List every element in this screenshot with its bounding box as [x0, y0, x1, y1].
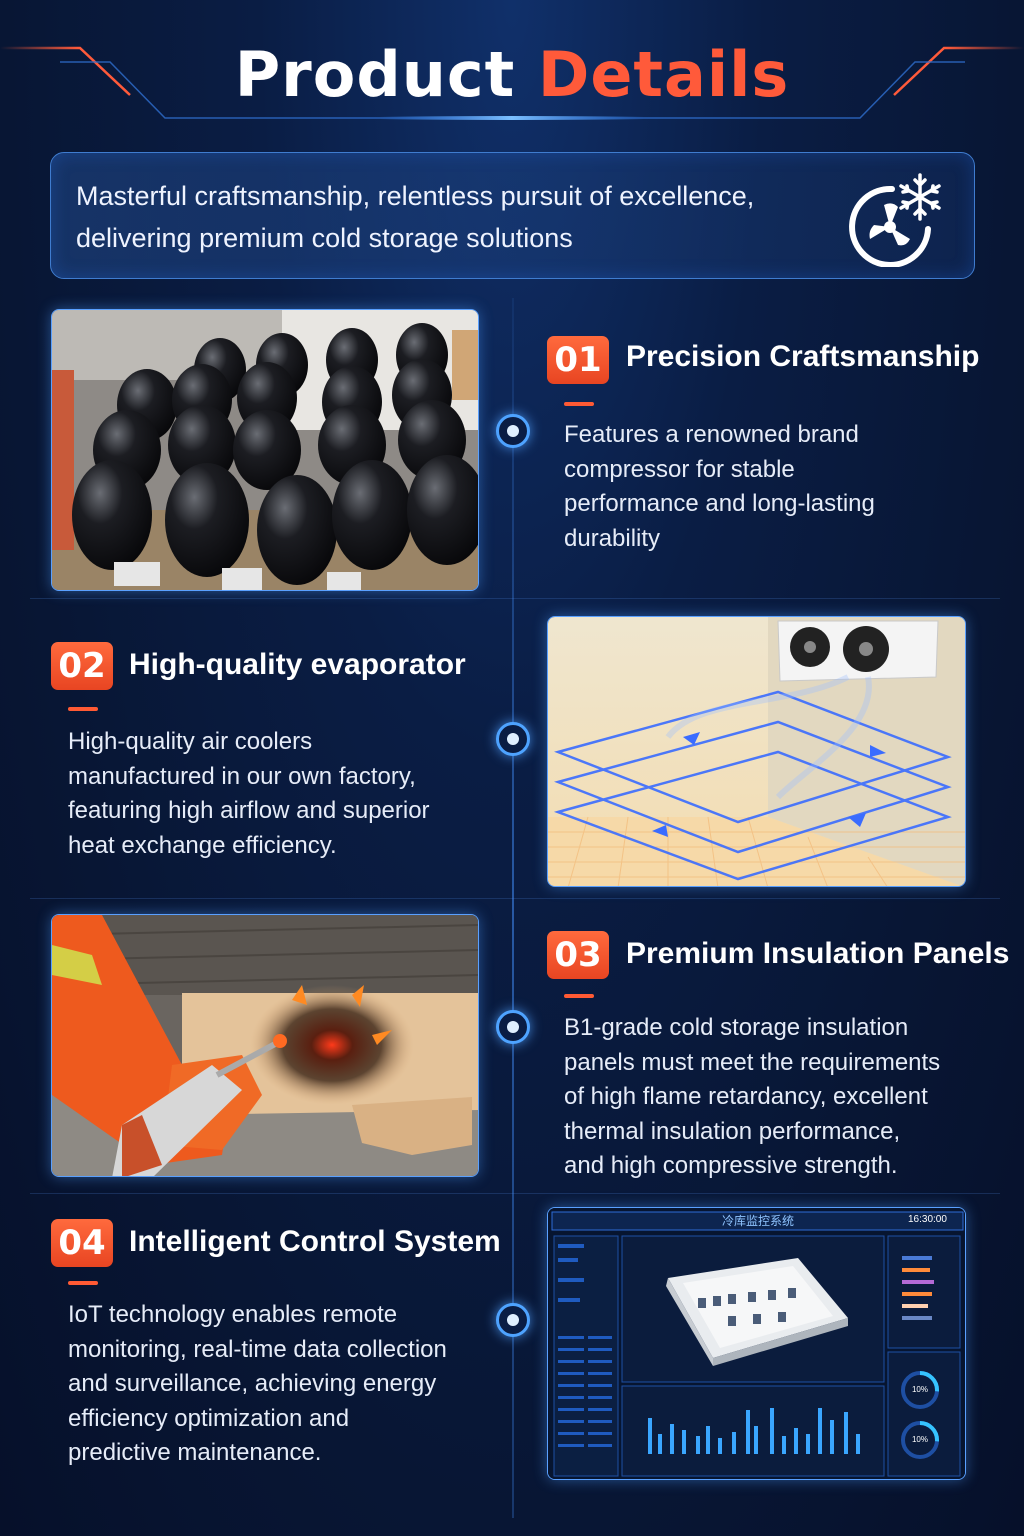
section-divider [30, 598, 1000, 599]
dashboard-gauge-2: 10% [911, 1435, 928, 1444]
description-line: heat exchange efficiency. [68, 831, 337, 859]
description-line: panels must meet the requirements [564, 1048, 941, 1076]
description-line: featuring high airflow and superior [68, 797, 430, 824]
description-line: predictive maintenance. [68, 1439, 322, 1466]
air-cooler-airflow-illustration [547, 616, 966, 887]
section-number-04: 04 [51, 1219, 113, 1267]
description-line: performance and long-lasting [564, 490, 875, 517]
description-line: IoT technology enables remote [68, 1301, 398, 1328]
monitoring-dashboard-screenshot: 冷库监控系统 16:30:00 10% 10% [547, 1207, 966, 1480]
section-title-04: Intelligent Control System [129, 1225, 501, 1258]
description-line: durability [564, 524, 661, 552]
page-header: Product Details [0, 0, 1024, 130]
section-description-01: Features a renowned brand compressor for… [564, 418, 904, 556]
description-line: and high compressive strength. [564, 1152, 898, 1179]
description-line: monitoring, real-time data collection [68, 1335, 447, 1363]
description-line: of high flame retardancy, excellent [564, 1083, 928, 1110]
timeline-line [512, 298, 514, 1518]
section-divider [30, 898, 1000, 899]
title-accent-part: Details [537, 38, 790, 111]
description-line: and surveillance, achieving energy [68, 1370, 437, 1397]
intro-banner: Masterful craftsmanship, relentless purs… [50, 152, 975, 279]
section-number-02: 02 [51, 642, 113, 690]
flame-test-photo [51, 914, 479, 1177]
banner-line-1: Masterful craftsmanship, relentless purs… [76, 181, 755, 211]
banner-line-2: delivering premium cold storage solution… [76, 223, 573, 253]
dashboard-time: 16:30:00 [908, 1214, 947, 1225]
section-title-03: Premium Insulation Panels [626, 937, 1010, 970]
description-line: High-quality air coolers [68, 728, 313, 755]
description-line: thermal insulation performance, [564, 1117, 901, 1145]
page-title: Product Details [0, 38, 1024, 111]
header-decoration [0, 46, 1024, 120]
section-description-04: IoT technology enables remote monitoring… [68, 1298, 488, 1471]
dashboard-title: 冷库监控系统 [721, 1214, 794, 1228]
timeline-node-3 [496, 1010, 530, 1044]
timeline-node-4 [496, 1303, 530, 1337]
accent-dash [564, 402, 594, 406]
section-title-01: Precision Craftsmanship [626, 340, 980, 373]
timeline-node-2 [496, 722, 530, 756]
accent-dash [68, 1281, 98, 1285]
timeline-node-1 [496, 414, 530, 448]
accent-dash [564, 994, 594, 998]
description-line: B1-grade cold storage insulation [564, 1014, 909, 1041]
section-divider [30, 1193, 1000, 1194]
section-description-03: B1-grade cold storage insulation panels … [564, 1011, 964, 1184]
description-line: manufactured in our own factory, [68, 762, 416, 790]
compressors-photo [51, 309, 479, 591]
section-number-01: 01 [547, 336, 609, 384]
section-description-02: High-quality air coolers manufactured in… [68, 725, 468, 863]
description-line: Features a renowned brand [564, 421, 859, 448]
fan-snowflake-icon [849, 173, 941, 267]
title-white-part: Product [234, 38, 516, 111]
section-title-02: High-quality evaporator [129, 648, 466, 681]
accent-dash [68, 707, 98, 711]
section-number-03: 03 [547, 931, 609, 979]
dashboard-gauge-1: 10% [911, 1385, 928, 1394]
description-line: compressor for stable [564, 455, 795, 483]
description-line: efficiency optimization and [68, 1404, 350, 1432]
banner-text: Masterful craftsmanship, relentless purs… [76, 175, 796, 259]
